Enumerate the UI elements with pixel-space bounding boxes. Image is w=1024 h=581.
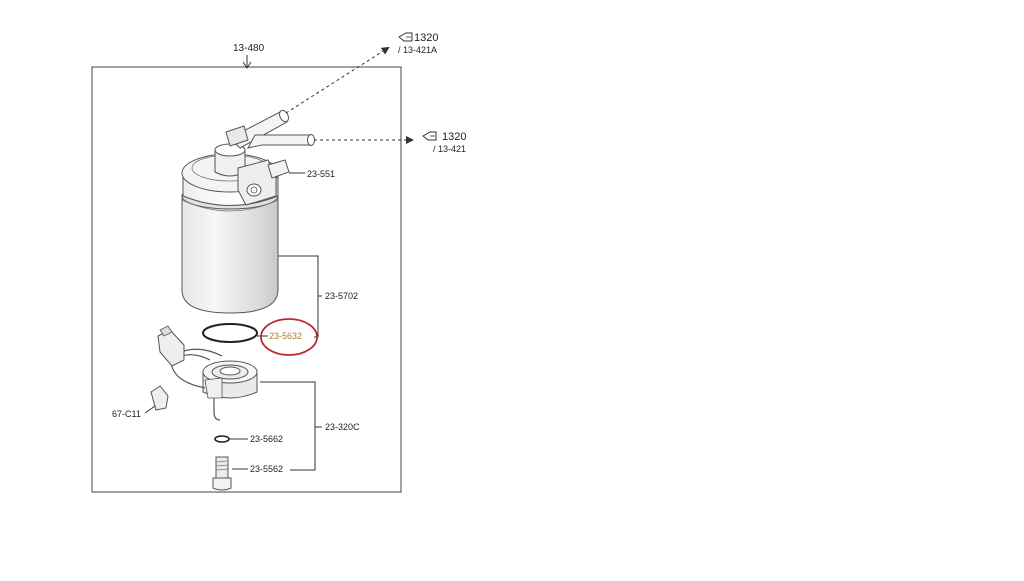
pointing-hand-icon: [422, 131, 437, 141]
ref-top-number: 1320: [414, 32, 438, 44]
o-ring: [202, 323, 258, 343]
wire-connector: [157, 325, 185, 367]
ref-mid-sub: / 13-421: [433, 144, 466, 154]
filter-group-bracket: [278, 255, 319, 338]
base-group-bracket: [260, 381, 316, 471]
highlight-circle: [260, 318, 318, 356]
label-filter-group: 23-5702: [325, 291, 358, 301]
label-housing: 23-551: [307, 169, 335, 179]
filter-housing-cap: [181, 109, 315, 206]
drain-plug: [212, 456, 232, 491]
label-drain-plug: 23-5562: [250, 464, 283, 474]
ref-top-leader: [285, 46, 390, 114]
ref-top-sub: / 13-421A: [398, 45, 437, 55]
label-small-o-ring: 23-5662: [250, 434, 283, 444]
label-o-ring: 23-5632: [269, 331, 302, 341]
label-assembly: 13-480: [233, 43, 265, 54]
small-o-ring: [214, 435, 230, 443]
pointing-hand-icon: [398, 32, 413, 42]
ref-mid-number: 1320: [442, 131, 466, 143]
label-base-group: 23-320C: [325, 422, 360, 432]
assembly-leader-arrow: [242, 61, 252, 69]
connector-clip: [150, 385, 169, 411]
connector-leader: [144, 405, 156, 414]
label-connector: 67-C11: [112, 409, 141, 419]
filter-base: [202, 360, 258, 399]
